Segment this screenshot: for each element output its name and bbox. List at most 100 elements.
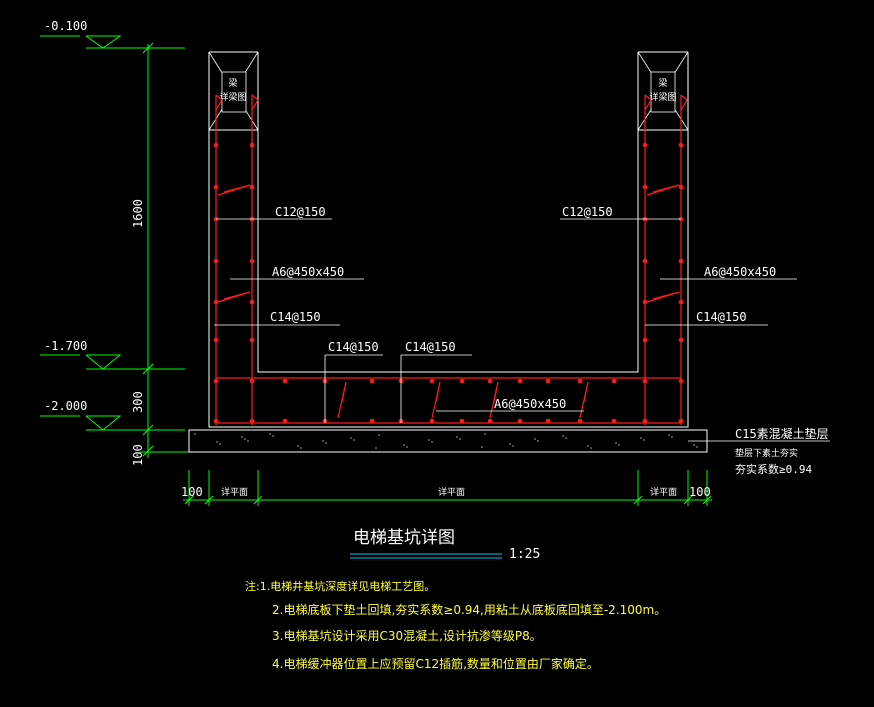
bedding-speckle xyxy=(509,443,511,445)
bedding-line-2: 垫层下素土夯实 xyxy=(735,447,798,459)
bedding-speckle xyxy=(241,436,243,438)
bedding-speckle xyxy=(375,447,377,449)
elevation-mid-label: -1.700 xyxy=(44,339,87,353)
label-left-inner-rebar: C14@150 xyxy=(270,310,321,324)
bedding-speckle xyxy=(244,438,246,440)
note-1: 注:1.电梯井基坑深度详见电梯工艺图。 xyxy=(245,579,435,593)
label-left-tie-rebar: A6@450x450 xyxy=(272,265,344,279)
bedding-speckle xyxy=(587,445,589,447)
rebar-dot xyxy=(249,258,255,264)
rebar-dot xyxy=(487,378,493,384)
bedding-speckle xyxy=(481,446,483,448)
bedding-speckle xyxy=(668,434,670,436)
label-bottom-left-rebar: C14@150 xyxy=(328,340,379,354)
rebar-dots xyxy=(213,142,684,424)
vertical-dimension-line xyxy=(140,42,190,458)
bedding-speckle xyxy=(194,433,196,435)
elevation-marker-bottom xyxy=(40,415,185,431)
rebar-dot xyxy=(517,378,523,384)
rebar-dot xyxy=(213,258,219,264)
bedding-speckle xyxy=(671,436,673,438)
note-4: 4.电梯缓冲器位置上应预留C12插筋,数量和位置由厂家确定。 xyxy=(272,656,599,671)
rebar-dot xyxy=(429,418,435,424)
rebar-dot xyxy=(213,184,219,190)
bedding-label: C15素混凝土垫层 xyxy=(735,426,829,441)
bedding-speckle xyxy=(562,435,564,437)
rebar-dot xyxy=(545,418,551,424)
bedding-speckle xyxy=(512,445,514,447)
title-underline xyxy=(350,553,502,559)
dim-right-wall-label: 详平面 xyxy=(650,486,677,498)
bedding-speckle xyxy=(269,433,271,435)
rebar-dot xyxy=(282,378,288,384)
bedding-speckle xyxy=(216,441,218,443)
rebar-dot xyxy=(282,418,288,424)
label-slab-tie-rebar: A6@450x450 xyxy=(494,397,566,411)
rebar-dot xyxy=(642,142,648,148)
note-2: 2.电梯底板下垫土回填,夯实系数≥0.94,用粘土从底板底回填至-2.100m。 xyxy=(272,602,666,617)
rebar-dot xyxy=(213,299,219,305)
rebar-dot xyxy=(642,418,648,424)
left-beam-label-1: 梁 xyxy=(228,77,237,89)
bedding-speckle xyxy=(219,443,221,445)
elevation-marker-mid xyxy=(40,354,185,370)
rebar-dot xyxy=(678,184,684,190)
rebar-dot xyxy=(642,337,648,343)
rebar-dot xyxy=(642,299,648,305)
dim-left-wall-label: 详平面 xyxy=(221,486,248,498)
bedding-speckle xyxy=(456,436,458,438)
rebar-dot xyxy=(213,337,219,343)
rebar-dot xyxy=(369,378,375,384)
bedding-speckle xyxy=(353,439,355,441)
right-wall-top-beam xyxy=(637,51,689,131)
rebar-dot xyxy=(429,378,435,384)
rebar-dot xyxy=(545,378,551,384)
dim-bedding-thickness: 100 xyxy=(131,444,145,466)
rebar-dot xyxy=(459,378,465,384)
rebar-dot xyxy=(249,184,255,190)
bedding-speckle xyxy=(640,437,642,439)
rebar-dot xyxy=(678,142,684,148)
rebar-dot xyxy=(678,378,684,384)
right-beam-label-2: 详梁图 xyxy=(649,91,676,103)
bedding-speckle xyxy=(378,434,380,436)
pit-outline xyxy=(208,51,689,428)
rebar-dot xyxy=(249,378,255,384)
bedding-speckle xyxy=(590,447,592,449)
rebar-dot xyxy=(678,337,684,343)
bedding-speckle xyxy=(534,438,536,440)
left-beam-label-2: 详梁图 xyxy=(219,91,246,103)
dim-center-label: 详平面 xyxy=(438,486,465,498)
right-beam-label-1: 梁 xyxy=(658,77,667,89)
bedding-speckle xyxy=(537,440,539,442)
rebar-dot xyxy=(577,418,583,424)
bedding-layer xyxy=(188,429,708,453)
bedding-speckle xyxy=(322,440,324,442)
horizontal-dimension-line xyxy=(183,470,712,506)
bedding-speckle xyxy=(272,435,274,437)
rebar-dot xyxy=(459,418,465,424)
note-3: 3.电梯基坑设计采用C30混凝土,设计抗渗等级P8。 xyxy=(272,628,542,643)
rebar-dot xyxy=(213,378,219,384)
rebar-dot xyxy=(642,258,648,264)
drawing-scale: 1:25 xyxy=(509,547,540,562)
dim-left-offset: 100 xyxy=(181,485,203,499)
bedding-speckle xyxy=(300,447,302,449)
elevation-top-label: -0.100 xyxy=(44,19,87,33)
dim-slab-thickness: 300 xyxy=(131,391,145,413)
rebar-dot xyxy=(642,378,648,384)
rebar-dot xyxy=(249,337,255,343)
rebar-dot xyxy=(369,418,375,424)
dim-wall-height: 1600 xyxy=(131,199,145,228)
rebar-dot xyxy=(611,418,617,424)
rebar-dot xyxy=(249,418,255,424)
leader-lines xyxy=(214,218,830,442)
bedding-speckle xyxy=(484,433,486,435)
label-left-vertical-rebar: C12@150 xyxy=(275,205,326,219)
dim-right-offset: 100 xyxy=(689,485,711,499)
rebar-dot xyxy=(213,418,219,424)
bedding-speckle xyxy=(643,439,645,441)
label-right-vertical-rebar: C12@150 xyxy=(562,205,613,219)
left-wall-top-beam xyxy=(208,51,259,131)
bedding-speckle xyxy=(615,442,617,444)
